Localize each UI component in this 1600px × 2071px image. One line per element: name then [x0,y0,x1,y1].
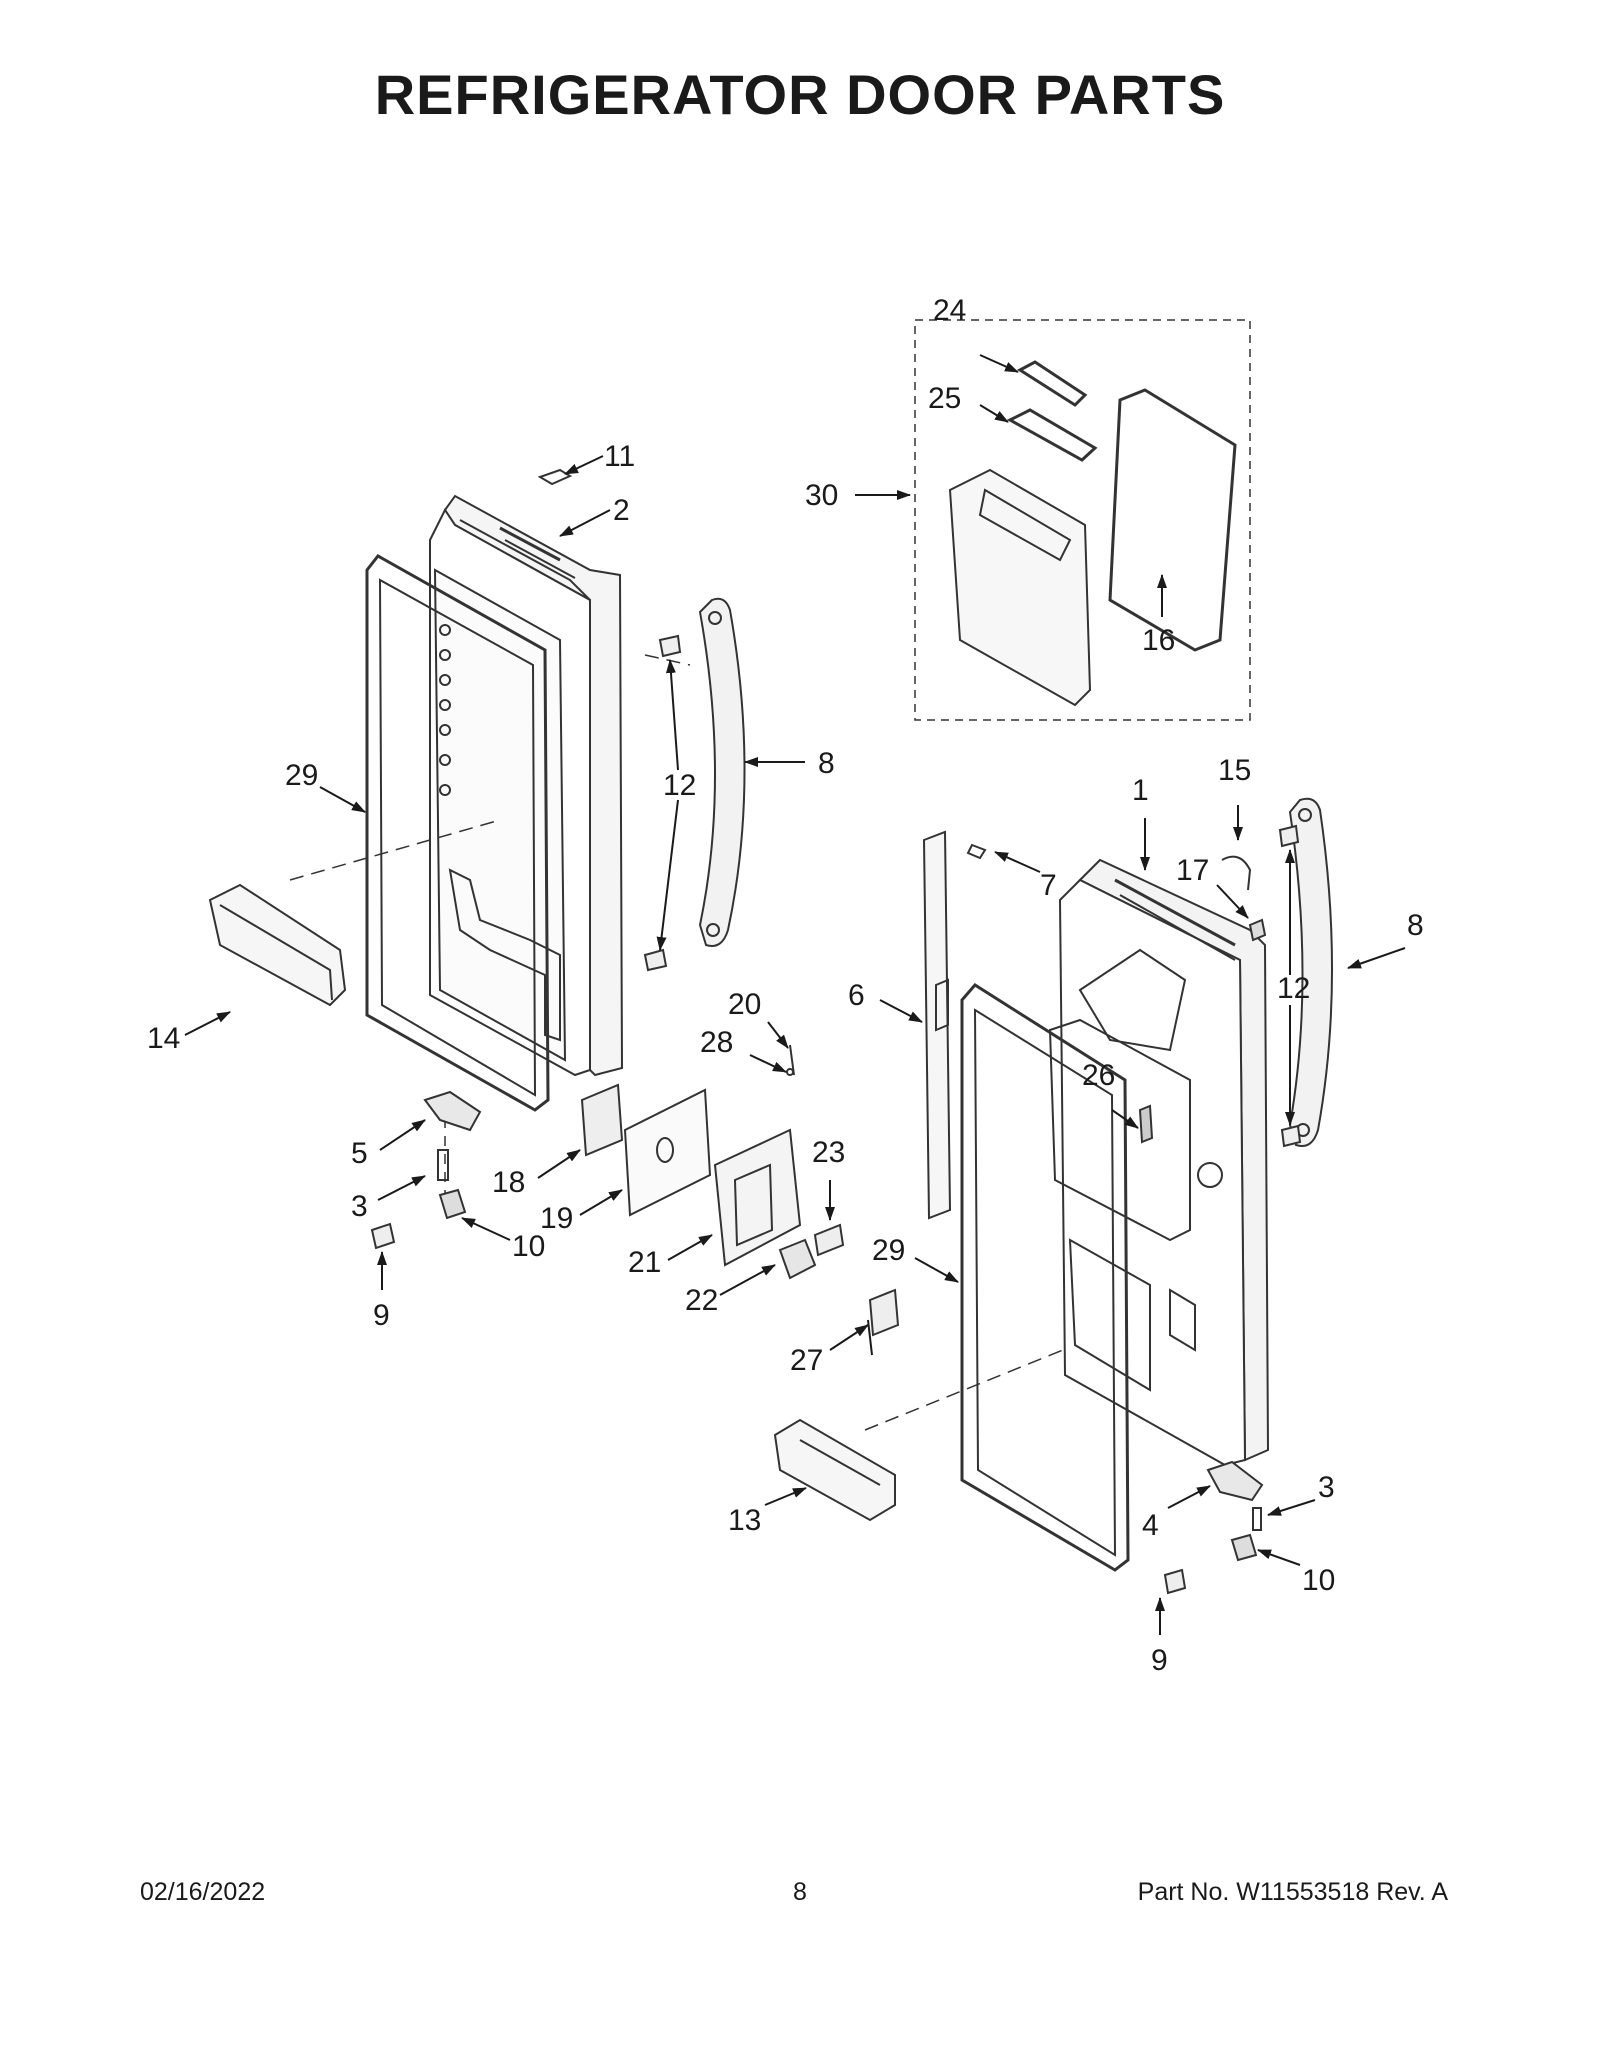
callout-16: 16 [1142,624,1175,657]
footer-date: 02/16/2022 [140,1878,266,1906]
callout-23: 23 [812,1136,845,1169]
callout-15: 15 [1218,754,1251,787]
right-door-assembly [960,797,1333,1595]
callout-28: 28 [700,1026,733,1059]
callout-6: 6 [848,979,865,1012]
dispenser-module-group [914,319,1251,721]
callout-20: 20 [728,988,761,1021]
callout-8-right: 8 [1407,909,1424,942]
leader-lines [184,354,1406,1635]
left-door-assembly [208,468,746,1250]
callout-29-right: 29 [872,1234,905,1267]
callout-25: 25 [928,382,961,415]
callout-9-left: 9 [373,1299,390,1332]
callout-26: 26 [1082,1059,1115,1092]
callout-4: 4 [1142,1509,1159,1542]
callout-17: 17 [1176,854,1209,887]
callout-9-right: 9 [1151,1644,1168,1677]
dispenser-parts [580,830,1101,1522]
callout-3-left: 3 [351,1190,368,1223]
callout-5: 5 [351,1137,368,1170]
callout-11: 11 [604,440,635,473]
footer-part-number: Part No. W11553518 Rev. A [1137,1878,1448,1906]
callout-7: 7 [1040,869,1057,902]
callout-18: 18 [492,1166,525,1199]
callout-29-left: 29 [285,759,318,792]
footer-page-number: 8 [793,1878,807,1906]
callout-1: 1 [1132,774,1149,807]
callout-10-left: 10 [512,1230,545,1263]
callout-8-left: 8 [818,747,835,780]
callout-12-left: 12 [663,769,696,802]
callout-30: 30 [805,479,838,512]
callout-13: 13 [728,1504,761,1537]
callout-14: 14 [147,1022,180,1055]
callout-10-right: 10 [1302,1564,1335,1597]
callout-24: 24 [933,294,966,327]
callout-3-right: 3 [1318,1471,1335,1504]
callout-12-right: 12 [1277,972,1310,1005]
callout-27: 27 [790,1344,823,1377]
callout-22: 22 [685,1284,718,1317]
page-title: REFRIGERATOR DOOR PARTS [374,63,1226,126]
callout-2: 2 [613,494,630,527]
callout-19: 19 [540,1202,573,1235]
callout-21: 21 [628,1246,661,1279]
